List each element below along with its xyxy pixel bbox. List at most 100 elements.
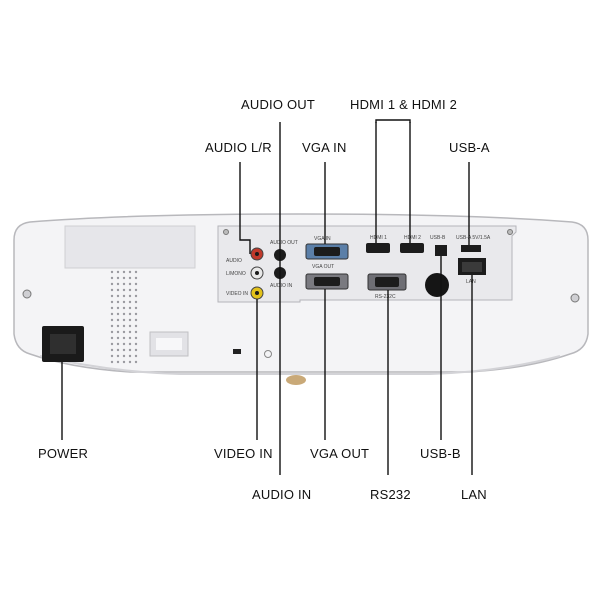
- callout-power: POWER: [38, 446, 89, 461]
- jack-core: [255, 271, 259, 275]
- vent-hole: [110, 300, 114, 304]
- vent-hole: [110, 288, 114, 292]
- vent-hole: [128, 300, 132, 304]
- vent-hole: [128, 318, 132, 322]
- panel-label-hdmi1: HDMI 1: [370, 235, 387, 241]
- vent-hole: [110, 306, 114, 310]
- vent-hole: [128, 348, 132, 352]
- vent-hole: [110, 336, 114, 340]
- vent-hole: [110, 276, 114, 280]
- vent-hole: [134, 318, 138, 322]
- screw-right: [570, 293, 580, 303]
- body-edge-shadow: [39, 355, 561, 375]
- vent-hole: [116, 288, 120, 292]
- panel-screw-1: [223, 229, 229, 235]
- vent-hole: [122, 276, 126, 280]
- callout-audio-out: AUDIO OUT: [241, 97, 316, 112]
- line-hdmi-bracket: [375, 119, 411, 123]
- usb-a-port: [461, 245, 481, 252]
- jack-core: [255, 252, 259, 256]
- rs232-port-inner: [375, 277, 399, 287]
- round-speaker: [425, 273, 449, 297]
- vent-hole: [134, 324, 138, 328]
- callout-hdmi: HDMI 1 & HDMI 2: [350, 97, 458, 112]
- vent-hole: [110, 312, 114, 316]
- vent-hole: [122, 330, 126, 334]
- vent-hole: [128, 336, 132, 340]
- callout-audio-lr: AUDIO L/R: [205, 140, 272, 155]
- adjustable-foot: [286, 375, 306, 385]
- usb-b-port: [435, 245, 447, 256]
- vent-hole: [116, 336, 120, 340]
- vent-hole: [122, 318, 126, 322]
- vent-hole: [122, 336, 126, 340]
- vent-hole: [128, 282, 132, 286]
- vent-hole: [116, 360, 120, 364]
- vent-grille: [110, 270, 138, 364]
- jack-core: [255, 291, 259, 295]
- vent-hole: [122, 288, 126, 292]
- vent-hole: [110, 342, 114, 346]
- vent-hole: [116, 312, 120, 316]
- vent-hole: [128, 294, 132, 298]
- vent-hole: [134, 306, 138, 310]
- recess-inner: [156, 338, 182, 350]
- callout-audio-in: AUDIO IN: [252, 487, 312, 502]
- vent-hole: [128, 342, 132, 346]
- vent-hole: [134, 354, 138, 358]
- callout-usb-a: USB-A: [449, 140, 490, 155]
- vent-hole: [134, 348, 138, 352]
- vent-hole: [116, 282, 120, 286]
- callout-usb-b: USB-B: [420, 446, 461, 461]
- vent-hole: [128, 270, 132, 274]
- callout-rs232: RS232: [370, 487, 411, 502]
- vent-hole: [134, 336, 138, 340]
- vent-hole: [122, 270, 126, 274]
- vent-hole: [110, 318, 114, 322]
- vent-hole: [116, 318, 120, 322]
- vent-hole: [116, 270, 120, 274]
- panel-label-hdmi2: HDMI 2: [404, 235, 421, 241]
- vent-hole: [110, 348, 114, 352]
- panel-label-video-in: VIDEO IN: [226, 291, 248, 297]
- vga-out-port-inner: [314, 277, 340, 286]
- panel-label-usb-b: USB-B: [430, 235, 446, 241]
- vent-hole: [122, 312, 126, 316]
- label-plate: [64, 225, 196, 269]
- panel-label-lmono: L/MONO: [226, 271, 246, 277]
- vent-hole: [110, 330, 114, 334]
- vent-hole: [122, 354, 126, 358]
- vent-hole: [122, 300, 126, 304]
- vent-hole: [128, 354, 132, 358]
- vent-hole: [122, 306, 126, 310]
- vent-hole: [110, 270, 114, 274]
- vent-hole: [116, 354, 120, 358]
- vent-hole: [110, 360, 114, 364]
- vent-hole: [116, 330, 120, 334]
- vent-hole: [116, 276, 120, 280]
- vent-hole: [134, 270, 138, 274]
- vent-hole: [110, 354, 114, 358]
- callout-lines: [61, 119, 473, 475]
- vent-hole: [134, 360, 138, 364]
- vent-hole: [122, 342, 126, 346]
- vent-hole: [134, 294, 138, 298]
- panel-label-audio-in: AUDIO IN: [270, 283, 293, 289]
- panel-label-audio-out: AUDIO OUT: [270, 240, 298, 246]
- vent-hole: [122, 282, 126, 286]
- panel-label-vga-in: VGA IN: [314, 236, 331, 242]
- vent-hole: [128, 330, 132, 334]
- vent-hole: [128, 288, 132, 292]
- panel-label-usb-a: USB-A 5V/1.5A: [456, 235, 491, 241]
- line-audio-lr: [239, 162, 251, 254]
- vent-hole: [116, 306, 120, 310]
- vent-hole: [110, 282, 114, 286]
- vent-hole: [134, 330, 138, 334]
- callout-vga-in: VGA IN: [302, 140, 347, 155]
- vent-hole: [128, 324, 132, 328]
- vent-hole: [128, 276, 132, 280]
- vent-hole: [122, 360, 126, 364]
- lan-port-inner: [462, 262, 482, 272]
- vent-hole: [134, 300, 138, 304]
